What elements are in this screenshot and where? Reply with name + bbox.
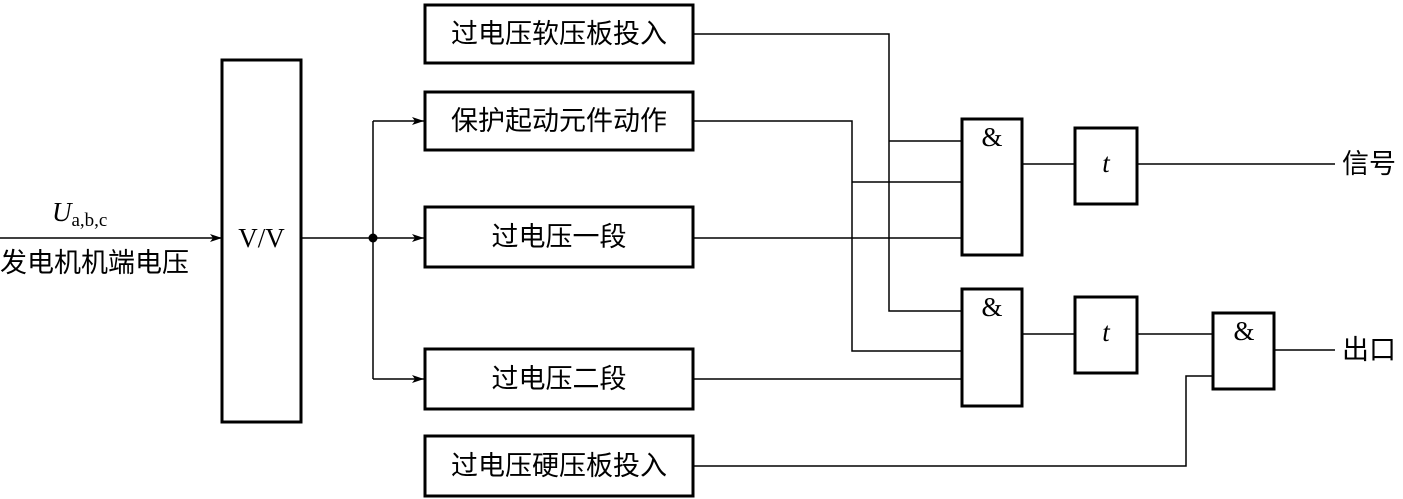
and-gate-3: & xyxy=(1211,311,1276,391)
vv-converter-box xyxy=(220,58,303,424)
timer-2: t xyxy=(1073,295,1139,375)
wire-protection-start xyxy=(693,120,962,352)
block-hard-plate: 过电压硬压板投入 xyxy=(423,434,695,498)
wire-hard-plate-to-and3 xyxy=(693,375,1213,467)
and-gate-1-symbol: & xyxy=(981,122,1002,152)
vv-converter: V/V xyxy=(220,58,303,424)
block-soft-plate: 过电压软压板投入 xyxy=(423,3,695,65)
wire-soft-plate xyxy=(693,33,962,312)
block-stage1-box xyxy=(423,205,695,269)
distribution-wiring xyxy=(301,117,424,383)
and-gate-2-symbol: & xyxy=(981,292,1002,322)
block-stage2-box xyxy=(423,347,695,411)
and-gate-1: & xyxy=(960,117,1024,257)
block-stage1: 过电压一段 xyxy=(423,205,695,269)
and-gate-1-box xyxy=(960,117,1024,257)
block-stage2-label: 过电压二段 xyxy=(492,364,627,395)
output-exit-label: 出口 xyxy=(1342,335,1396,366)
and-gate-3-symbol: & xyxy=(1233,316,1254,346)
timer-1: t xyxy=(1073,126,1139,206)
output-signal-label: 信号 xyxy=(1342,149,1396,180)
block-stage1-label: 过电压一段 xyxy=(492,222,627,253)
timer-2-box xyxy=(1073,295,1139,375)
and-gate-3-box xyxy=(1211,311,1276,391)
logic-wiring xyxy=(693,33,1335,467)
block-stage2: 过电压二段 xyxy=(423,347,695,411)
input-symbol: Ua,b,c xyxy=(52,197,107,231)
block-hard-plate-label: 过电压硬压板投入 xyxy=(451,451,667,482)
and-gate-2: & xyxy=(960,287,1024,408)
vv-converter-label: V/V xyxy=(238,223,285,253)
block-soft-plate-label: 过电压软压板投入 xyxy=(451,19,667,50)
input-label: 发电机机端电压 xyxy=(0,248,189,279)
and-gate-2-box xyxy=(960,287,1024,408)
timer-2-label: t xyxy=(1102,317,1111,347)
block-protection-start-label: 保护起动元件动作 xyxy=(451,106,667,137)
block-protection-start: 保护起动元件动作 xyxy=(423,90,695,152)
timer-1-box xyxy=(1073,126,1139,206)
block-protection-start-box xyxy=(423,90,695,152)
timer-1-label: t xyxy=(1102,148,1111,178)
input-voltage: Ua,b,c 发电机机端电压 xyxy=(0,197,222,279)
input-subscript: a,b,c xyxy=(72,210,108,231)
junction-dot xyxy=(368,233,378,243)
